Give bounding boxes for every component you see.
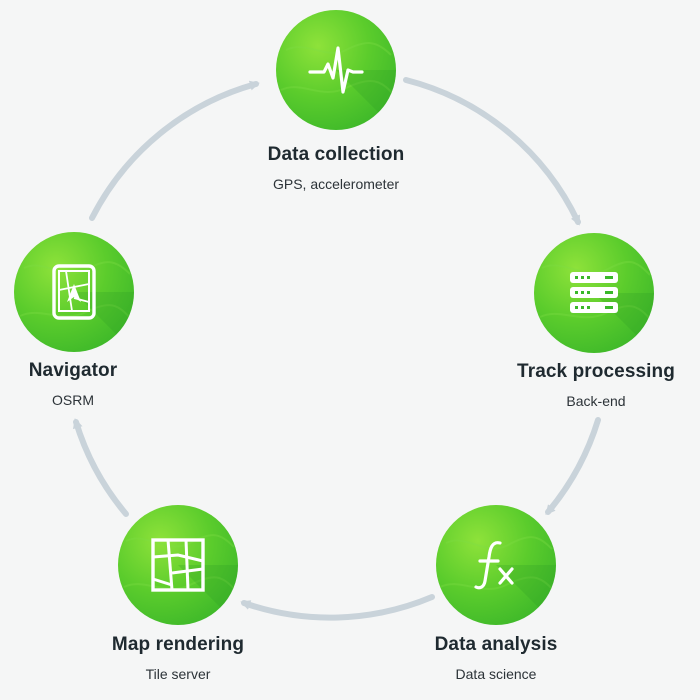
node-subtitle: Tile server [145,666,211,682]
label-data-analysis: Data analysis Data science [376,633,616,683]
arrow-collection-to-processing [403,77,581,226]
node-navigator [14,232,134,352]
label-map-rendering: Map rendering Tile server [58,633,298,683]
arrow-rendering-to-navigator [72,418,129,517]
node-map-rendering [118,505,238,625]
node-subtitle: Back-end [566,393,626,409]
node-circle [436,505,556,625]
label-navigator: Navigator OSRM [0,359,193,409]
pulse-icon [308,46,364,94]
server-icon [570,272,618,313]
node-subtitle: Data science [455,666,537,682]
node-title: Navigator [28,360,118,381]
node-title: Data collection [267,144,405,165]
topo-pattern [123,534,238,625]
arrow-navigator-to-collection [89,80,260,221]
node-data-analysis [436,505,556,625]
arrow-processing-to-analysis [545,417,601,516]
node-title: Track processing [517,361,675,382]
label-track-processing: Track processing Back-end [476,360,700,410]
node-circle [118,505,238,625]
navigator-icon [52,264,96,320]
node-track-processing [534,233,654,353]
node-subtitle: GPS, accelerometer [272,176,400,192]
node-circle [14,232,134,352]
node-subtitle: OSRM [52,392,94,408]
map-icon [151,538,205,592]
node-title: Map rendering [111,634,245,655]
label-data-collection: Data collection GPS, accelerometer [216,143,456,193]
arrow-analysis-to-rendering [240,594,435,621]
node-title: Data analysis [434,634,558,655]
topo-pattern [280,42,396,130]
node-data-collection [276,10,396,130]
node-circle [276,10,396,130]
node-circle [534,233,654,353]
function-icon [474,541,514,590]
